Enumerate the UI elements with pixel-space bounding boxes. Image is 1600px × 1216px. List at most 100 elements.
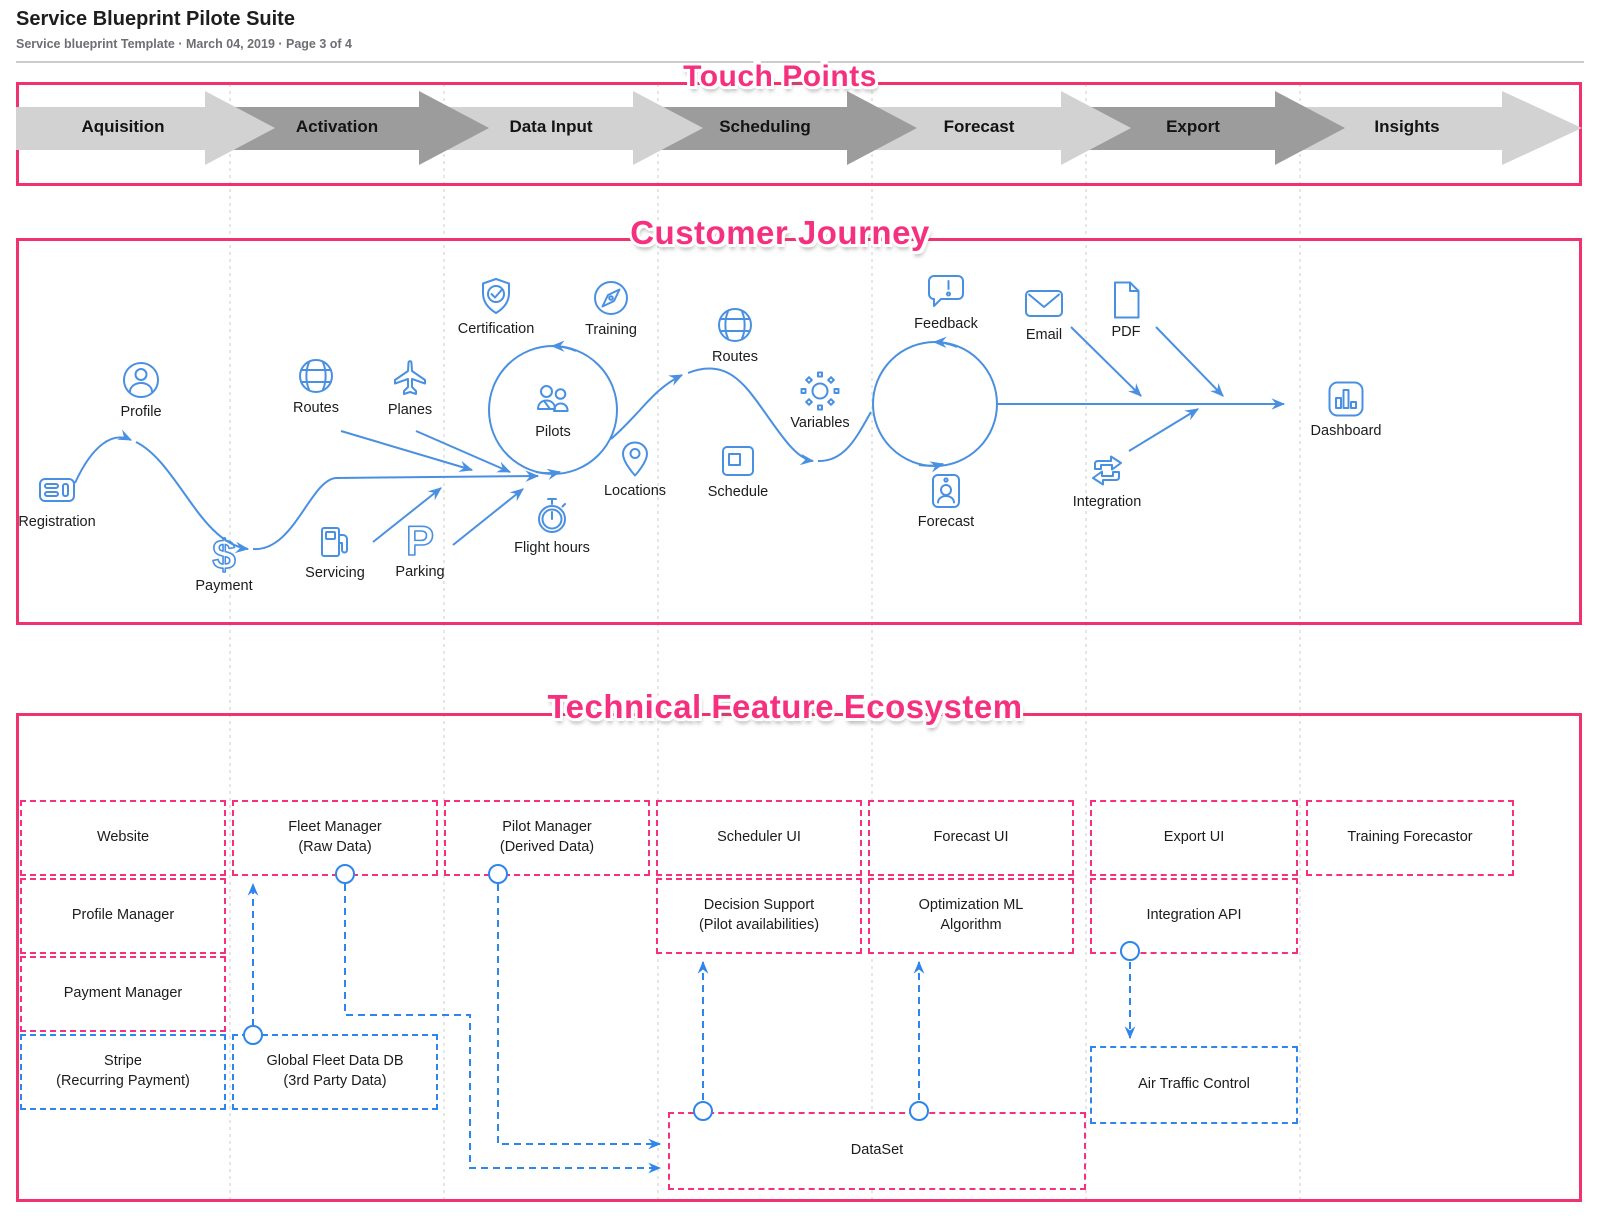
- tech-box-sublabel: (Pilot availabilities): [698, 917, 820, 933]
- tech-box-label: DataSet: [850, 1142, 904, 1159]
- tech-box-sublabel: Algorithm: [940, 917, 1002, 933]
- badge-person-icon: [924, 468, 968, 512]
- shield-check-icon: [474, 275, 518, 319]
- svg-text:$: $: [212, 532, 235, 576]
- journey-label: Routes: [712, 349, 758, 365]
- stage-scheduling: Scheduling: [719, 117, 811, 136]
- tech-box-label: Training Forecastor: [1347, 829, 1473, 846]
- journey-label: Schedule: [707, 484, 769, 500]
- globe-icon: [713, 303, 757, 347]
- journey-node-registration: Registration: [0, 468, 122, 530]
- tech-box-pilot-manager: Pilot Manager(Derived Data): [444, 800, 650, 876]
- tech-box-sublabel: (Recurring Payment): [56, 1073, 190, 1089]
- tech-box-label: Forecast UI: [933, 829, 1009, 846]
- journey-label: Locations: [603, 483, 667, 499]
- journey-label: Dashboard: [1310, 423, 1382, 439]
- journey-node-profile: Profile: [76, 358, 206, 420]
- profile-icon: [119, 358, 163, 402]
- tech-box-profile-manager: Profile Manager: [20, 878, 226, 954]
- tech-box-label: Pilot Manager: [502, 819, 592, 836]
- journey-node-pilots: Pilots: [488, 378, 618, 440]
- journey-label: Pilots: [535, 424, 571, 440]
- touch-points-title: Touch Points: [683, 60, 877, 93]
- tech-box-label: Optimization ML: [918, 897, 1024, 914]
- tech-box-sublabel: (Raw Data): [298, 839, 372, 855]
- technical-title: Technical Feature Ecosystem: [547, 688, 1023, 725]
- tech-box-scheduler-ui: Scheduler UI: [656, 800, 862, 876]
- customer-journey-title: Customer Journey: [630, 214, 930, 251]
- tech-box-label: Stripe: [104, 1053, 142, 1070]
- stage-export: Export: [1166, 117, 1220, 136]
- touch-point-arrows: [16, 91, 1582, 165]
- journey-label: Payment: [195, 578, 253, 594]
- tech-box-fleet-manager: Fleet Manager (Raw Data): [232, 800, 438, 876]
- pdf-file-icon: [1104, 278, 1148, 322]
- tech-box-label: Air Traffic Control: [1138, 1076, 1250, 1093]
- journey-node-planes: Planes: [345, 356, 475, 418]
- journey-node-variables: Variables: [755, 369, 885, 431]
- compass-icon: [589, 276, 633, 320]
- tech-box-label: Export UI: [1163, 829, 1225, 846]
- sync-arrows-icon: [1085, 448, 1129, 492]
- journey-label: Integration: [1072, 494, 1142, 510]
- journey-label: Training: [585, 322, 637, 338]
- tech-box-label: Profile Manager: [71, 907, 175, 924]
- tech-box-forecast-ui: Forecast UI: [868, 800, 1074, 876]
- registration-icon: [35, 468, 79, 512]
- dollar-icon: $: [202, 532, 246, 576]
- parking-icon: P: [398, 518, 442, 562]
- technical-frame: [16, 713, 1582, 1202]
- journey-node-locations: Locations: [570, 437, 700, 499]
- journey-node-training: Training: [546, 276, 676, 338]
- svg-text:P: P: [406, 518, 434, 562]
- journey-label: Planes: [387, 402, 433, 418]
- journey-label: Routes: [293, 400, 339, 416]
- journey-label: Parking: [395, 564, 445, 580]
- tech-box-dataset: DataSet: [668, 1112, 1086, 1190]
- journey-node-forecast: Forecast: [881, 468, 1011, 530]
- variables-sun-icon: [798, 369, 842, 413]
- journey-label: Registration: [18, 514, 96, 530]
- tech-box-global-fleet-db: Global Fleet Data DB (3rd Party Data): [232, 1034, 438, 1110]
- tech-box-label: Decision Support: [703, 897, 815, 914]
- journey-label: PDF: [1111, 324, 1141, 340]
- calendar-icon: [716, 438, 760, 482]
- journey-label: Certification: [457, 321, 535, 337]
- tech-box-website: Website: [20, 800, 226, 876]
- stage-activation: Activation: [295, 117, 379, 136]
- pilots-icon: [531, 378, 575, 422]
- journey-label: Profile: [120, 404, 162, 420]
- journey-node-flight-hours: Flight hours: [487, 494, 617, 556]
- customer-journey-frame: [16, 238, 1582, 625]
- stage-data-input: Data Input: [509, 117, 593, 136]
- tech-box-export-ui: Export UI: [1090, 800, 1298, 876]
- journey-node-routes-2: Routes: [670, 303, 800, 365]
- journey-label: Feedback: [914, 316, 978, 332]
- journey-node-parking: P Parking: [355, 518, 485, 580]
- tech-box-air-traffic-control: Air Traffic Control: [1090, 1046, 1298, 1124]
- tech-box-decision-support: Decision Support (Pilot availabilities): [656, 878, 862, 954]
- journey-node-schedule: Schedule: [673, 438, 803, 500]
- journey-label: Variables: [790, 415, 850, 431]
- globe-icon: [294, 354, 338, 398]
- page-title: Service Blueprint Pilote Suite: [16, 8, 295, 30]
- stage-insights: Insights: [1374, 117, 1440, 136]
- tech-box-label: Fleet Manager: [288, 819, 382, 836]
- airplane-icon: [388, 356, 432, 400]
- journey-node-integration: Integration: [1042, 448, 1172, 510]
- tech-box-label: Scheduler UI: [717, 829, 801, 846]
- fuel-pump-icon: [313, 519, 357, 563]
- tech-box-stripe: Stripe (Recurring Payment): [20, 1034, 226, 1110]
- tech-box-integration-api: Integration API: [1090, 878, 1298, 954]
- page-subtitle: Service blueprint Template · March 04, 2…: [16, 37, 353, 51]
- stage-forecast: Forecast: [943, 117, 1015, 136]
- stage-aquisition: Aquisition: [81, 117, 165, 136]
- tech-box-label: Website: [96, 829, 150, 846]
- tech-box-label: Payment Manager: [63, 985, 183, 1002]
- tech-box-label: Global Fleet Data DB: [266, 1053, 404, 1070]
- journey-label: Forecast: [917, 514, 975, 530]
- stopwatch-icon: [530, 494, 574, 538]
- feedback-bubble-icon: [924, 270, 968, 314]
- tech-box-sublabel: (3rd Party Data): [283, 1073, 387, 1089]
